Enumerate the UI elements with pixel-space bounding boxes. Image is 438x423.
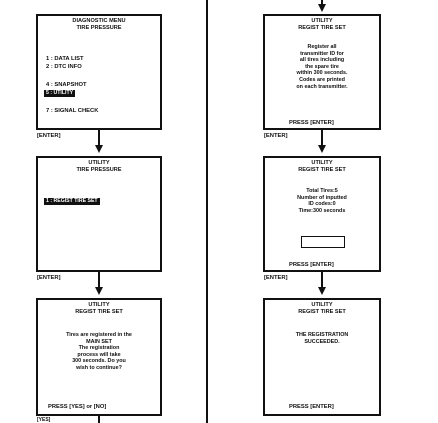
yes-key-label: [YES]	[37, 417, 51, 423]
flow-arrow-head	[318, 145, 326, 153]
screen-title: UTILITY	[311, 302, 333, 308]
press-enter-prompt: PRESS [ENTER]	[289, 262, 334, 268]
press-yes-no-prompt: PRESS [YES] or [NO]	[48, 404, 107, 410]
right-screen-input-progress: UTILITY REGIST TIRE SET Total Tires:5 Nu…	[263, 156, 381, 272]
screen-title: DIAGNOSTIC MENU	[72, 18, 126, 24]
screen-subtitle: REGIST TIRE SET	[298, 309, 346, 315]
menu-item-utility-selected[interactable]: 5 : UTILITY	[44, 90, 76, 97]
menu-item-snapshot[interactable]: 4 : SNAPSHOT	[46, 82, 87, 88]
input-status: Total Tires:5 Number of inputted ID code…	[297, 188, 347, 214]
screen-title: UTILITY	[88, 160, 110, 166]
flow-arrow-head	[318, 287, 326, 295]
screen-title: UTILITY	[311, 160, 333, 166]
left-screen-regist-confirm: UTILITY REGIST TIRE SET Tires are regist…	[36, 298, 162, 416]
register-instructions: Register all transmitter ID for all tire…	[296, 44, 348, 90]
left-screen-diagnostic-menu: DIAGNOSTIC MENU TIRE PRESSURE 1 : DATA L…	[36, 14, 162, 130]
confirm-message: Tires are registered in the MAIN SET The…	[66, 332, 132, 371]
menu-item-dtc-info[interactable]: 2 : DTC INFO	[46, 64, 82, 70]
menu-item-signal-check[interactable]: 7 : SIGNAL CHECK	[46, 108, 99, 114]
menu-item-regist-tire-set-selected[interactable]: 1 : REGIST TIRE SET	[44, 198, 100, 205]
enter-key-label: [ENTER]	[37, 275, 61, 281]
flow-arrow-line	[98, 416, 100, 423]
flow-arrow-head	[95, 287, 103, 295]
screen-subtitle: TIRE PRESSURE	[76, 167, 122, 173]
enter-key-label: [ENTER]	[37, 133, 61, 139]
right-screen-registration-succeeded: UTILITY REGIST TIRE SET THE REGISTRATION…	[263, 298, 381, 416]
flow-arrow-line	[98, 272, 100, 288]
screen-subtitle: REGIST TIRE SET	[298, 167, 346, 173]
id-code-input-field[interactable]	[301, 236, 345, 248]
flow-arrow-head	[318, 4, 326, 12]
screen-title: UTILITY	[311, 18, 333, 24]
press-enter-prompt: PRESS [ENTER]	[289, 404, 334, 410]
enter-key-label: [ENTER]	[264, 133, 288, 139]
success-message: THE REGISTRATION SUCCEEDED.	[295, 332, 349, 345]
column-divider	[206, 0, 208, 423]
enter-key-label: [ENTER]	[264, 275, 288, 281]
press-enter-prompt: PRESS [ENTER]	[289, 120, 334, 126]
screen-title: UTILITY	[88, 302, 110, 308]
flow-arrow-line	[321, 272, 323, 288]
screen-subtitle: REGIST TIRE SET	[298, 25, 346, 31]
flow-arrow-line	[98, 130, 100, 146]
screen-subtitle: REGIST TIRE SET	[75, 309, 123, 315]
menu-item-data-list[interactable]: 1 : DATA LIST	[46, 56, 84, 62]
screen-subtitle: TIRE PRESSURE	[76, 25, 122, 31]
right-screen-register-instructions: UTILITY REGIST TIRE SET Register all tra…	[263, 14, 381, 130]
flow-arrow-line	[321, 0, 323, 6]
flow-arrow-head	[95, 145, 103, 153]
flow-arrow-line	[321, 130, 323, 146]
left-screen-utility: UTILITY TIRE PRESSURE 1 : REGIST TIRE SE…	[36, 156, 162, 272]
